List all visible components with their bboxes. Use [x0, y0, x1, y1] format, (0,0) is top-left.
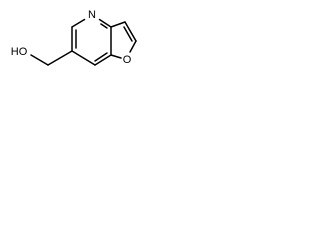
- nitrogen-atom-label: N: [88, 9, 96, 21]
- atom-labels: N O HO: [11, 9, 132, 66]
- bond-c6-ch2: [47, 50, 73, 66]
- bond-n-c4: [98, 18, 112, 28]
- bond-c4-n-double: [100, 23, 108, 29]
- bond-ch2-oh: [30, 54, 49, 66]
- bond-c3-c2-double: [123, 26, 133, 42]
- bond-o-c7a: [110, 54, 122, 59]
- bond-c3-c2: [124, 21, 137, 42]
- bond-c4-c3: [110, 21, 126, 28]
- ring-oxygen-atom-label: O: [123, 54, 132, 66]
- bond-c5-n: [71, 18, 86, 28]
- bond-c2-o: [129, 40, 137, 53]
- bond-c7-c6: [71, 50, 96, 66]
- hydroxyl-atom-label: HO: [11, 46, 28, 58]
- chemical-structure: N O HO: [11, 9, 137, 66]
- bonds: [30, 18, 137, 66]
- bond-c7a-c7-double: [94, 52, 108, 62]
- bond-c7a-c7: [94, 54, 112, 66]
